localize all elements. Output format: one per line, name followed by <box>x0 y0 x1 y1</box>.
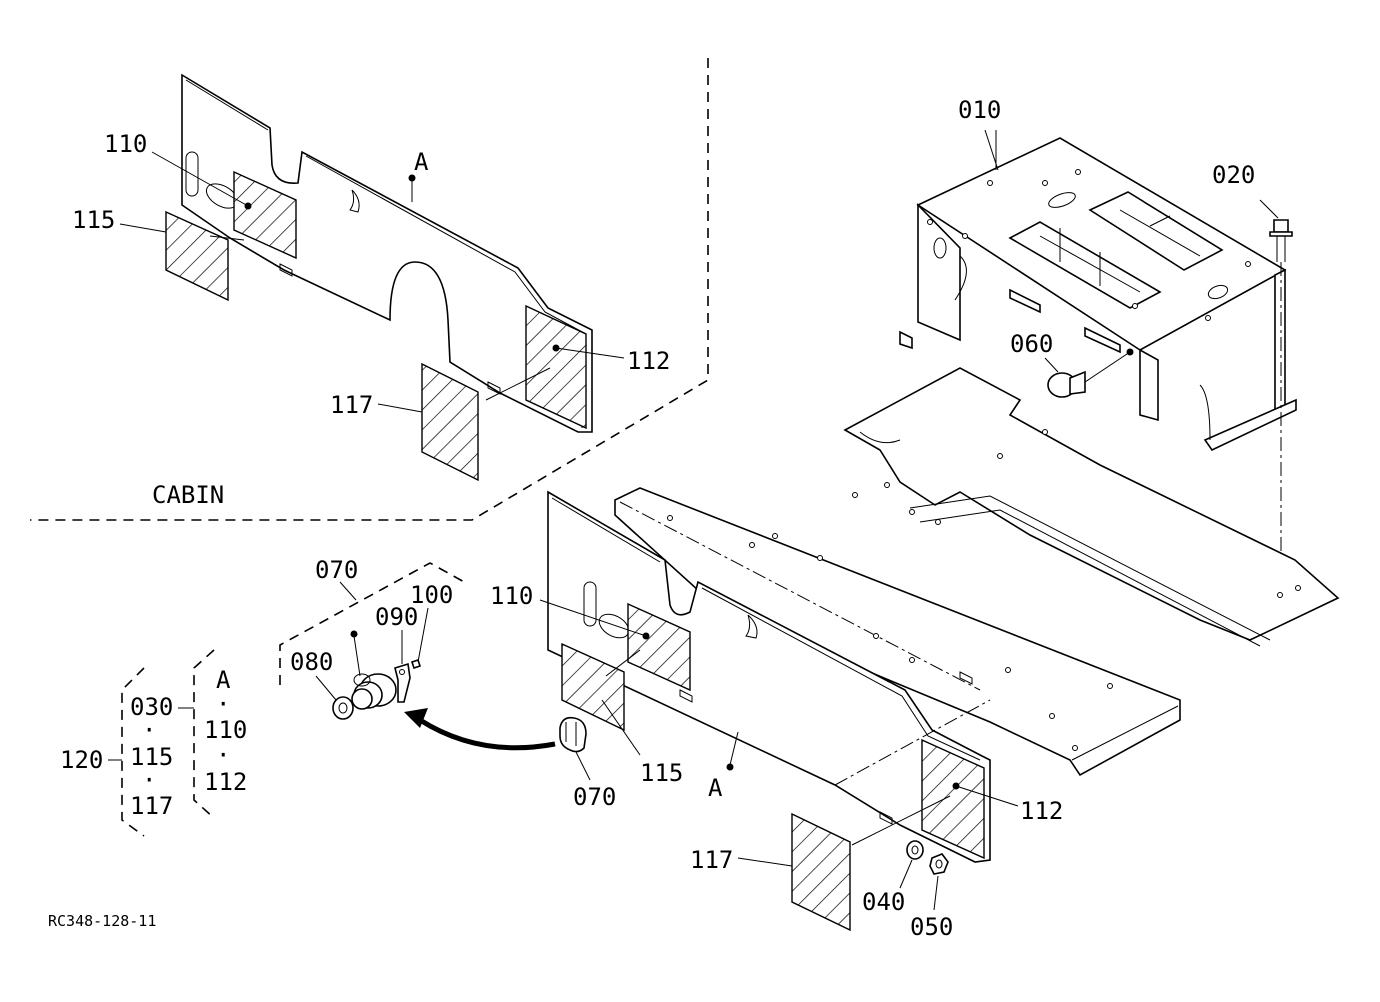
label-117: 117 <box>690 846 733 874</box>
label-112: 112 <box>1020 797 1063 825</box>
kit-label-115: 115 <box>130 743 173 771</box>
kit-label-030: 030 <box>130 693 173 721</box>
bracket-assembly-010: 010 <box>899 96 1297 452</box>
cabin-label-110: 110 <box>104 130 147 158</box>
washer-040: 040 <box>862 840 924 916</box>
label-070-installed: 070 <box>573 783 616 811</box>
cabin-side-panel <box>181 73 593 433</box>
floor-plate <box>843 367 1340 647</box>
kit-label-110: 110 <box>204 716 247 744</box>
cabin-label-112: 112 <box>627 347 670 375</box>
cabin-decal-112 <box>525 304 587 430</box>
cabin-decal-110 <box>233 170 297 260</box>
label-090: 090 <box>375 603 418 631</box>
decal-110 <box>627 602 691 692</box>
cabin-inset: CABIN 110 115 112 117 A <box>30 58 709 521</box>
label-050: 050 <box>910 913 953 941</box>
label-070-kit: 070 <box>315 556 358 584</box>
kit-sep-2: · <box>142 766 156 794</box>
label-080: 080 <box>290 648 333 676</box>
label-020: 020 <box>1212 161 1255 189</box>
label-010: 010 <box>958 96 1001 124</box>
decal-115 <box>561 642 625 732</box>
kit-sep-4: · <box>216 741 230 769</box>
main-side-panel-assembly: 110 115 112 117 A <box>490 487 1181 932</box>
label-120: 120 <box>60 746 103 774</box>
decal-112 <box>921 738 985 860</box>
label-040: 040 <box>862 888 905 916</box>
lock-kit-070: 070 080 090 100 070 <box>279 556 616 811</box>
cabin-label: CABIN <box>152 481 224 509</box>
kit-sep-1: · <box>142 716 156 744</box>
cabin-label-115: 115 <box>72 206 115 234</box>
label-a: A <box>708 774 723 802</box>
cabin-decal-115 <box>165 210 229 302</box>
label-100: 100 <box>410 581 453 609</box>
kit-label-112: 112 <box>204 768 247 796</box>
kit-sep-3: · <box>216 690 230 718</box>
cabin-label-a: A <box>414 148 429 176</box>
kit-label-a: A <box>216 666 231 694</box>
cabin-label-117: 117 <box>330 391 373 419</box>
cabin-decal-117 <box>421 362 479 482</box>
nut-050: 050 <box>910 853 953 941</box>
kit-120-list: 120 030 · 115 · 117 A · 110 · 112 <box>60 649 247 837</box>
label-060: 060 <box>1010 330 1053 358</box>
diagram-id: RC348-128-11 <box>48 912 156 930</box>
kit-label-117: 117 <box>130 792 173 820</box>
assembly-arrow <box>418 717 556 751</box>
knob-060: 060 <box>1010 330 1134 398</box>
label-110: 110 <box>490 582 533 610</box>
label-115: 115 <box>640 759 683 787</box>
bolt-020: 020 <box>1212 161 1293 590</box>
decal-117 <box>791 812 851 932</box>
cabin-boundary <box>30 58 709 521</box>
